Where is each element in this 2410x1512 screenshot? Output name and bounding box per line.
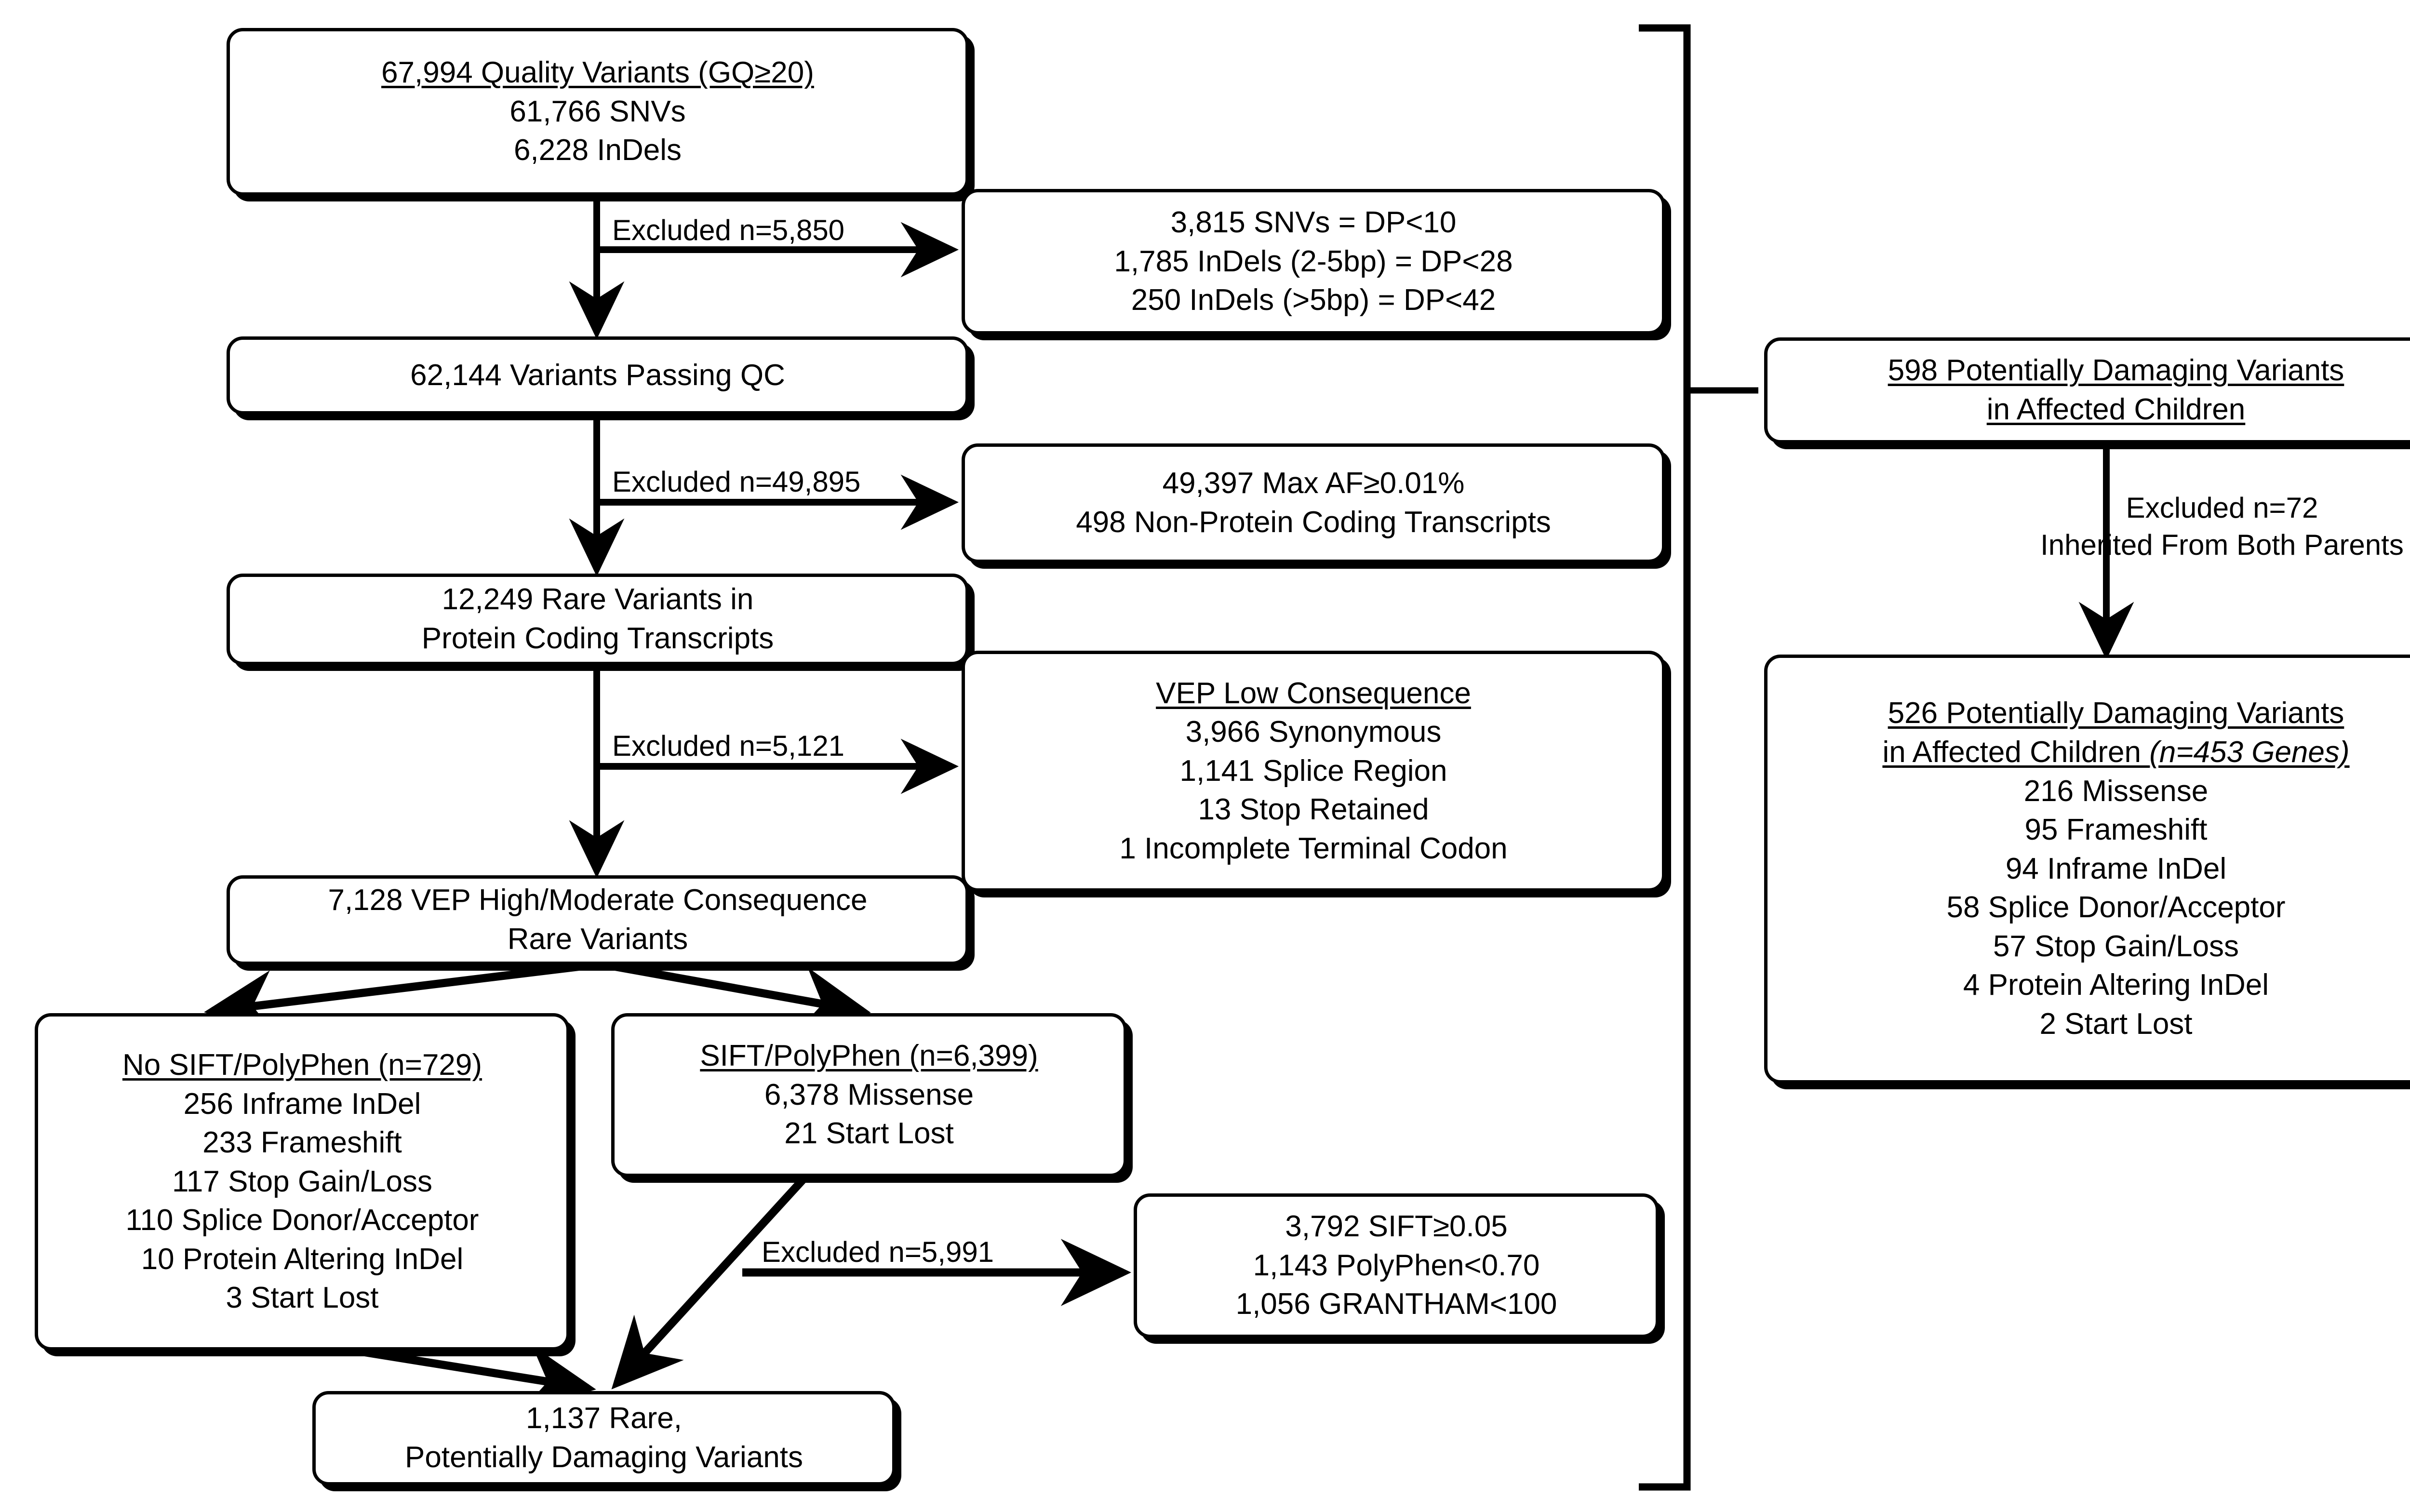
node-line: 58 Splice Donor/Acceptor bbox=[1946, 891, 2286, 924]
node-line-with-gene-count: in Affected Children (n=453 Genes) bbox=[1882, 733, 2349, 772]
edge-label-excluded-72: Excluded n=72 Inherited From Both Parent… bbox=[1812, 490, 2410, 564]
node-line: 498 Non-Protein Coding Transcripts bbox=[1076, 506, 1551, 539]
node-line: 3,792 SIFT≥0.05 bbox=[1285, 1210, 1508, 1244]
node-line: 12,249 Rare Variants in bbox=[442, 583, 754, 616]
node-526-damaging-affected-children: 526 Potentially Damaging Variants in Aff… bbox=[1764, 655, 2410, 1084]
node-line: 1,056 GRANTHAM<100 bbox=[1235, 1287, 1557, 1321]
node-line: 49,397 Max AF≥0.01% bbox=[1162, 467, 1465, 500]
node-line: 3,966 Synonymous bbox=[1185, 715, 1442, 749]
node-line: 1,785 InDels (2-5bp) = DP<28 bbox=[1114, 244, 1513, 278]
node-line: 1,141 Splice Region bbox=[1179, 754, 1447, 788]
edge-label-excluded-49895: Excluded n=49,895 bbox=[612, 466, 861, 498]
node-line: VEP Low Consequence bbox=[1156, 676, 1471, 710]
edge-sift-to-damaging bbox=[611, 1159, 823, 1390]
node-vep-low-consequence: VEP Low Consequence 3,966 Synonymous 1,1… bbox=[962, 651, 1665, 892]
node-line: 6,228 InDels bbox=[513, 134, 682, 167]
node-line: 110 Splice Donor/Acceptor bbox=[125, 1204, 479, 1237]
node-vep-high-moderate: 7,128 VEP High/Moderate Consequence Rare… bbox=[227, 875, 969, 965]
node-line: No SIFT/PolyPhen (n=729) bbox=[122, 1048, 482, 1082]
node-line: 233 Frameshift bbox=[202, 1126, 402, 1160]
node-line: 4 Protein Altering InDel bbox=[1963, 968, 2269, 1002]
node-line: 1,137 Rare, bbox=[526, 1402, 682, 1435]
node-line: 61,766 SNVs bbox=[509, 94, 686, 128]
node-line: 62,144 Variants Passing QC bbox=[410, 358, 785, 392]
node-line: Rare Variants bbox=[507, 923, 688, 956]
node-line: 6,378 Missense bbox=[764, 1078, 974, 1111]
node-line: 526 Potentially Damaging Variants bbox=[1888, 696, 2344, 730]
node-quality-variants: 67,994 Quality Variants (GQ≥20) 61,766 S… bbox=[227, 28, 969, 196]
node-line: 57 Stop Gain/Loss bbox=[1993, 929, 2239, 963]
node-rare-variants: 12,249 Rare Variants in Protein Coding T… bbox=[227, 574, 969, 665]
edge-label-line: Excluded n=72 bbox=[2126, 492, 2318, 524]
node-line-plain: in Affected Children bbox=[1882, 735, 2150, 769]
node-598-damaging-affected-children: 598 Potentially Damaging Variants in Aff… bbox=[1764, 337, 2410, 443]
node-line: 10 Protein Altering InDel bbox=[141, 1242, 464, 1276]
node-line: 598 Potentially Damaging Variants bbox=[1888, 354, 2344, 388]
node-line: 216 Missense bbox=[2023, 774, 2209, 808]
edge-label-excluded-5850: Excluded n=5,850 bbox=[612, 214, 845, 246]
node-line: 67,994 Quality Variants (GQ≥20) bbox=[381, 56, 814, 90]
node-line: 13 Stop Retained bbox=[1198, 793, 1429, 827]
node-passing-qc: 62,144 Variants Passing QC bbox=[227, 336, 969, 415]
node-line: 250 InDels (>5bp) = DP<42 bbox=[1131, 283, 1496, 317]
bracket-right bbox=[1639, 24, 1691, 1491]
node-af-excluded: 49,397 Max AF≥0.01% 498 Non-Protein Codi… bbox=[962, 443, 1665, 563]
edge-label-line: Inherited From Both Parents bbox=[2040, 528, 2404, 561]
edge-vephigh-to-nosift bbox=[204, 960, 602, 1037]
node-line: 2 Start Lost bbox=[2039, 1007, 2193, 1041]
node-line: 1 Incomplete Terminal Codon bbox=[1119, 831, 1508, 865]
edge-label-excluded-5991: Excluded n=5,991 bbox=[762, 1236, 994, 1268]
node-line: 256 Inframe InDel bbox=[183, 1087, 421, 1121]
node-line: SIFT/PolyPhen (n=6,399) bbox=[700, 1039, 1038, 1073]
node-line: 94 Inframe InDel bbox=[2005, 852, 2227, 885]
node-sift-polyphen: SIFT/PolyPhen (n=6,399) 6,378 Missense 2… bbox=[611, 1013, 1127, 1177]
node-line: 3 Start Lost bbox=[226, 1281, 379, 1315]
node-line: Potentially Damaging Variants bbox=[405, 1441, 803, 1474]
node-line: in Affected Children bbox=[1986, 393, 2246, 426]
node-line: 95 Frameshift bbox=[2024, 813, 2208, 847]
node-line: 1,143 PolyPhen<0.70 bbox=[1253, 1248, 1540, 1282]
node-line: 3,815 SNVs = DP<10 bbox=[1170, 206, 1457, 240]
node-qc-excluded: 3,815 SNVs = DP<10 1,785 InDels (2-5bp) … bbox=[962, 189, 1665, 335]
edge-nosift-to-damaging bbox=[317, 1340, 596, 1412]
node-no-sift-polyphen: No SIFT/PolyPhen (n=729) 256 Inframe InD… bbox=[35, 1013, 570, 1351]
node-score-excluded: 3,792 SIFT≥0.05 1,143 PolyPhen<0.70 1,05… bbox=[1134, 1193, 1659, 1338]
edge-label-excluded-5121: Excluded n=5,121 bbox=[612, 730, 845, 762]
node-line: 21 Start Lost bbox=[784, 1117, 954, 1151]
node-line: Protein Coding Transcripts bbox=[421, 622, 774, 655]
node-line: 117 Stop Gain/Loss bbox=[172, 1164, 432, 1198]
gene-count-italic: (n=453 Genes) bbox=[2149, 735, 2350, 769]
node-rare-damaging-variants: 1,137 Rare, Potentially Damaging Variant… bbox=[312, 1391, 896, 1485]
edge-vephigh-to-sift bbox=[600, 960, 871, 1033]
node-line: 7,128 VEP High/Moderate Consequence bbox=[328, 883, 868, 917]
